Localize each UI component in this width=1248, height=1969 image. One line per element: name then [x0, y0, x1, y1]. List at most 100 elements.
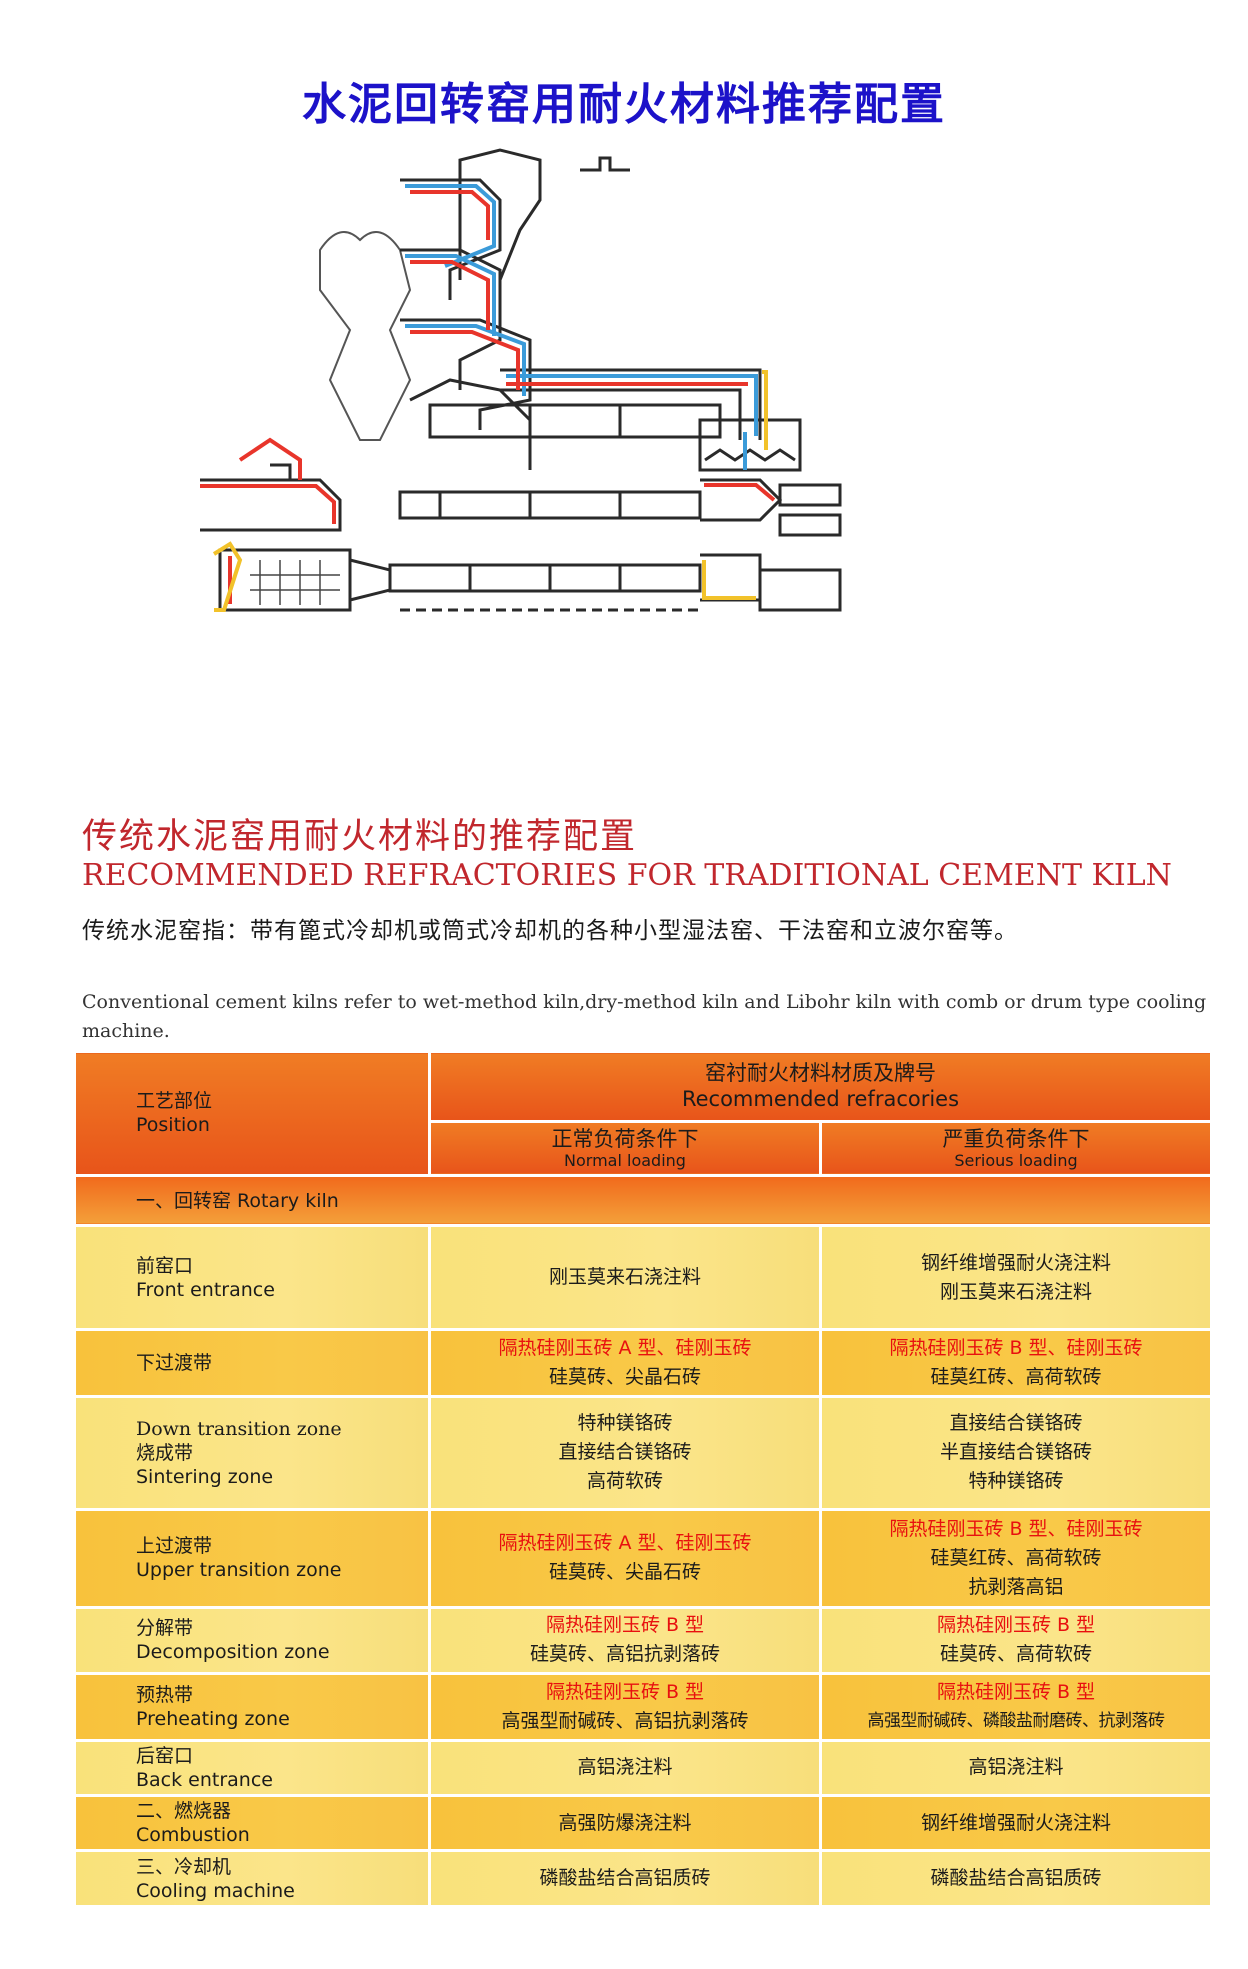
material-text: 抗剥落高铝	[968, 1575, 1064, 1598]
position-cn: 后窑口	[136, 1744, 194, 1767]
serious-loading-cell: 磷酸盐结合高铝质砖	[818, 1849, 1214, 1908]
position-en-prev: Down transition zone	[136, 1417, 342, 1440]
material-text: 隔热硅刚玉砖 B 型	[936, 1614, 1096, 1637]
position-cn: 预热带	[136, 1683, 194, 1706]
normal-loading-cell: 高铝浇注料	[428, 1738, 822, 1797]
material-text: 高强防爆浇注料	[558, 1811, 692, 1834]
normal-loading-cell: 高强防爆浇注料	[428, 1793, 822, 1853]
position-cn: 烧成带	[136, 1441, 194, 1464]
kiln-diagram	[200, 148, 842, 612]
material-text: 高强型耐碱砖、磷酸盐耐磨砖、抗剥落砖	[867, 1710, 1166, 1731]
material-text: 硅莫红砖、高荷软砖	[930, 1366, 1102, 1389]
normal-loading-cell: 隔热硅刚玉砖 B 型高强型耐碱砖、高铝抗剥落砖	[428, 1672, 822, 1742]
header-position: 工艺部位 Position	[73, 1050, 431, 1177]
material-text: 特种镁铬砖	[577, 1412, 673, 1435]
position-en: Front entrance	[136, 1278, 275, 1301]
section-rotary-kiln: 一、回转窑 Rotary kiln	[72, 1173, 1214, 1228]
position-en: Combustion	[136, 1824, 250, 1847]
normal-loading-cell: 隔热硅刚玉砖 A 型、硅刚玉砖硅莫砖、尖晶石砖	[428, 1507, 822, 1609]
section-heading-en: RECOMMENDED REFRACTORIES FOR TRADITIONAL…	[82, 858, 1172, 893]
normal-loading-cell: 隔热硅刚玉砖 B 型硅莫砖、高铝抗剥落砖	[428, 1605, 822, 1676]
header-group-en: Recommended refracories	[681, 1087, 960, 1112]
material-text: 直接结合镁铬砖	[558, 1441, 692, 1464]
material-text: 硅莫砖、尖晶石砖	[548, 1366, 701, 1389]
material-text: 高强型耐碱砖、高铝抗剥落砖	[501, 1709, 749, 1732]
material-text: 高铝浇注料	[577, 1756, 673, 1779]
material-text: 直接结合镁铬砖	[949, 1412, 1083, 1435]
header-serious-en: Serious loading	[954, 1151, 1078, 1171]
material-text: 磷酸盐结合高铝质砖	[930, 1867, 1102, 1890]
position-cell: 下过渡带	[73, 1328, 431, 1398]
serious-loading-cell: 直接结合镁铬砖半直接结合镁铬砖特种镁铬砖	[818, 1394, 1214, 1511]
position-cn: 前窑口	[136, 1254, 194, 1277]
position-en: Cooling machine	[136, 1879, 295, 1902]
position-cn: 上过渡带	[136, 1535, 213, 1558]
position-cn: 下过渡带	[136, 1352, 213, 1375]
material-text: 硅莫砖、尖晶石砖	[548, 1561, 701, 1584]
table-row: 下过渡带隔热硅刚玉砖 A 型、硅刚玉砖硅莫砖、尖晶石砖隔热硅刚玉砖 B 型、硅刚…	[73, 1328, 1214, 1398]
material-text: 刚玉莫来石浇注料	[548, 1266, 701, 1289]
material-text: 刚玉莫来石浇注料	[940, 1280, 1093, 1303]
material-text: 特种镁铬砖	[968, 1470, 1064, 1493]
material-text: 高铝浇注料	[968, 1756, 1064, 1779]
header-serious-loading: 严重负荷条件下 Serious loading	[818, 1119, 1214, 1177]
position-en: Decomposition zone	[136, 1641, 330, 1664]
serious-loading-cell: 隔热硅刚玉砖 B 型高强型耐碱砖、磷酸盐耐磨砖、抗剥落砖	[818, 1672, 1214, 1742]
serious-loading-cell: 钢纤维增强耐火浇注料刚玉莫来石浇注料	[818, 1224, 1214, 1332]
header-group-cn: 窑衬耐火材料材质及牌号	[705, 1061, 936, 1086]
position-cn: 分解带	[136, 1617, 194, 1640]
serious-loading-cell: 隔热硅刚玉砖 B 型硅莫砖、高荷软砖	[818, 1605, 1214, 1676]
material-text: 硅莫砖、高铝抗剥落砖	[529, 1643, 720, 1666]
normal-loading-cell: 隔热硅刚玉砖 A 型、硅刚玉砖硅莫砖、尖晶石砖	[428, 1328, 822, 1398]
normal-loading-cell: 磷酸盐结合高铝质砖	[428, 1849, 822, 1908]
normal-loading-cell: 特种镁铬砖直接结合镁铬砖高荷软砖	[428, 1394, 822, 1511]
section-heading-cn: 传统水泥窑用耐火材料的推荐配置	[82, 817, 638, 857]
header-normal-en: Normal loading	[564, 1151, 686, 1171]
material-text: 隔热硅刚玉砖 A 型、硅刚玉砖	[498, 1532, 752, 1555]
material-text: 隔热硅刚玉砖 A 型、硅刚玉砖	[498, 1337, 752, 1360]
serious-loading-cell: 高铝浇注料	[818, 1738, 1214, 1797]
serious-loading-cell: 隔热硅刚玉砖 B 型、硅刚玉砖硅莫红砖、高荷软砖抗剥落高铝	[818, 1507, 1214, 1609]
material-text: 隔热硅刚玉砖 B 型	[545, 1614, 705, 1637]
position-en: Sintering zone	[136, 1465, 274, 1488]
material-text: 高荷软砖	[586, 1470, 663, 1493]
material-text: 钢纤维增强耐火浇注料	[921, 1811, 1112, 1834]
material-text: 隔热硅刚玉砖 B 型	[936, 1680, 1096, 1703]
material-text: 硅莫红砖、高荷软砖	[930, 1546, 1102, 1569]
position-en: Upper transition zone	[136, 1559, 342, 1582]
material-text: 磷酸盐结合高铝质砖	[539, 1867, 711, 1890]
header-normal-loading: 正常负荷条件下 Normal loading	[428, 1119, 822, 1177]
serious-loading-cell: 钢纤维增强耐火浇注料	[818, 1793, 1214, 1853]
position-en: Back entrance	[136, 1768, 273, 1791]
material-text: 钢纤维增强耐火浇注料	[921, 1251, 1112, 1274]
description-cn: 传统水泥窑指：带有篦式冷却机或筒式冷却机的各种小型湿法窑、干法窑和立波尔窑等。	[82, 918, 1018, 944]
material-text: 隔热硅刚玉砖 B 型、硅刚玉砖	[889, 1517, 1143, 1540]
description-en: Conventional cement kilns refer to wet-m…	[82, 991, 1207, 1042]
refractories-table: 工艺部位 Position 窑衬耐火材料材质及牌号 Recommended re…	[72, 1050, 1214, 1908]
material-text: 半直接结合镁铬砖	[940, 1441, 1093, 1464]
material-text: 隔热硅刚玉砖 B 型、硅刚玉砖	[889, 1337, 1143, 1360]
position-en: Preheating zone	[136, 1707, 290, 1730]
normal-loading-cell: 刚玉莫来石浇注料	[428, 1224, 822, 1332]
header-position-cn: 工艺部位	[136, 1090, 213, 1113]
header-normal-cn: 正常负荷条件下	[551, 1127, 699, 1152]
page-title: 水泥回转窑用耐火材料推荐配置	[302, 79, 946, 130]
header-serious-cn: 严重负荷条件下	[942, 1127, 1090, 1152]
position-cn: 三、冷却机	[136, 1855, 232, 1878]
header-recommended: 窑衬耐火材料材质及牌号 Recommended refracories	[427, 1050, 1214, 1123]
serious-loading-cell: 隔热硅刚玉砖 B 型、硅刚玉砖硅莫红砖、高荷软砖	[818, 1328, 1214, 1398]
